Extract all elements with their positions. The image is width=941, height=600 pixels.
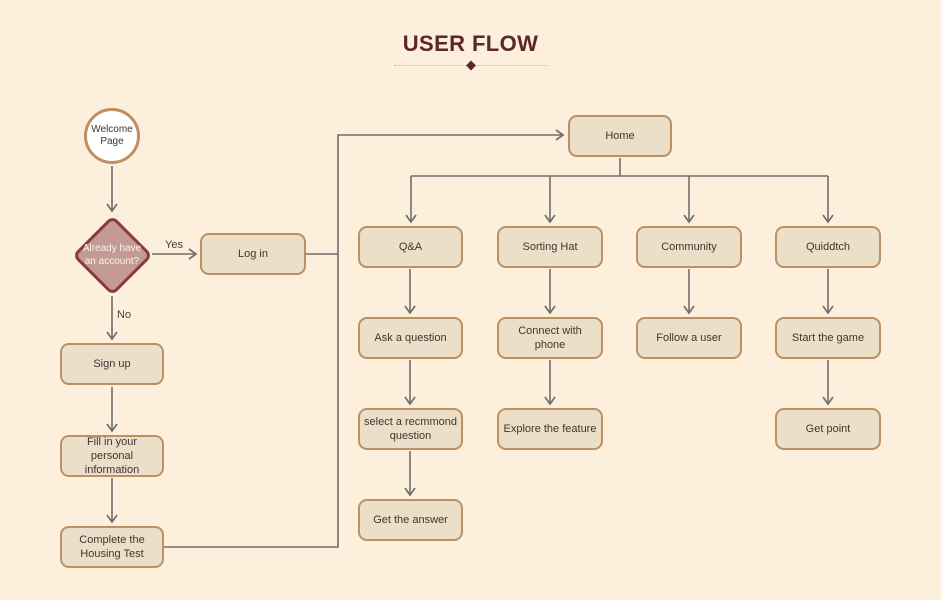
node-complete-housing-test[interactable]: Complete the Housing Test [60,526,164,568]
edge-housing-to-home [164,129,565,548]
node-label: Follow a user [656,331,722,344]
node-account-decision[interactable]: Already have an account? [71,214,153,296]
node-explore-feature[interactable]: Explore the feature [497,408,603,450]
node-label: Quiddtch [805,240,851,253]
node-follow-user[interactable]: Follow a user [636,317,742,359]
node-label: Sorting Hat [522,240,578,253]
node-label: Welcome Page [91,123,133,148]
node-get-point[interactable]: Get point [775,408,881,450]
node-label: Log in [238,247,268,260]
node-sorting-hat[interactable]: Sorting Hat [497,226,603,268]
page-title: USER FLOW [402,31,539,56]
edge-label-no: No [117,309,132,321]
title-divider [393,60,548,70]
node-label: Start the game [791,331,865,344]
node-label: Connect with phone [518,324,582,351]
node-label: Community [661,240,717,253]
node-community[interactable]: Community [636,226,742,268]
node-select-question[interactable]: select a recmmond question [358,408,463,450]
node-label: select a recmmond question [364,415,457,442]
node-sign-up[interactable]: Sign up [60,343,164,385]
node-home[interactable]: Home [568,115,672,157]
node-qa[interactable]: Q&A [358,226,463,268]
node-label: Complete the Housing Test [79,533,145,560]
node-log-in[interactable]: Log in [200,233,306,275]
node-fill-personal-info[interactable]: Fill in your personal information [60,435,164,477]
node-label: Q&A [398,240,423,253]
node-label: Home [605,129,635,142]
title-block: USER FLOW [0,31,941,70]
node-welcome-page[interactable]: Welcome Page [84,108,140,164]
node-label: Get the answer [373,513,448,526]
node-label: Explore the feature [503,422,597,435]
node-ask-question[interactable]: Ask a question [358,317,463,359]
edge-label-yes: Yes [165,239,183,251]
node-label: Get point [805,422,851,435]
node-get-answer[interactable]: Get the answer [358,499,463,541]
node-quidditch[interactable]: Quiddtch [775,226,881,268]
node-label: Sign up [93,357,131,370]
node-connect-phone[interactable]: Connect with phone [497,317,603,359]
node-label: Already have an account? [82,243,142,267]
node-start-game[interactable]: Start the game [775,317,881,359]
node-label: Ask a question [374,331,447,344]
node-label: Fill in your personal information [84,435,140,477]
